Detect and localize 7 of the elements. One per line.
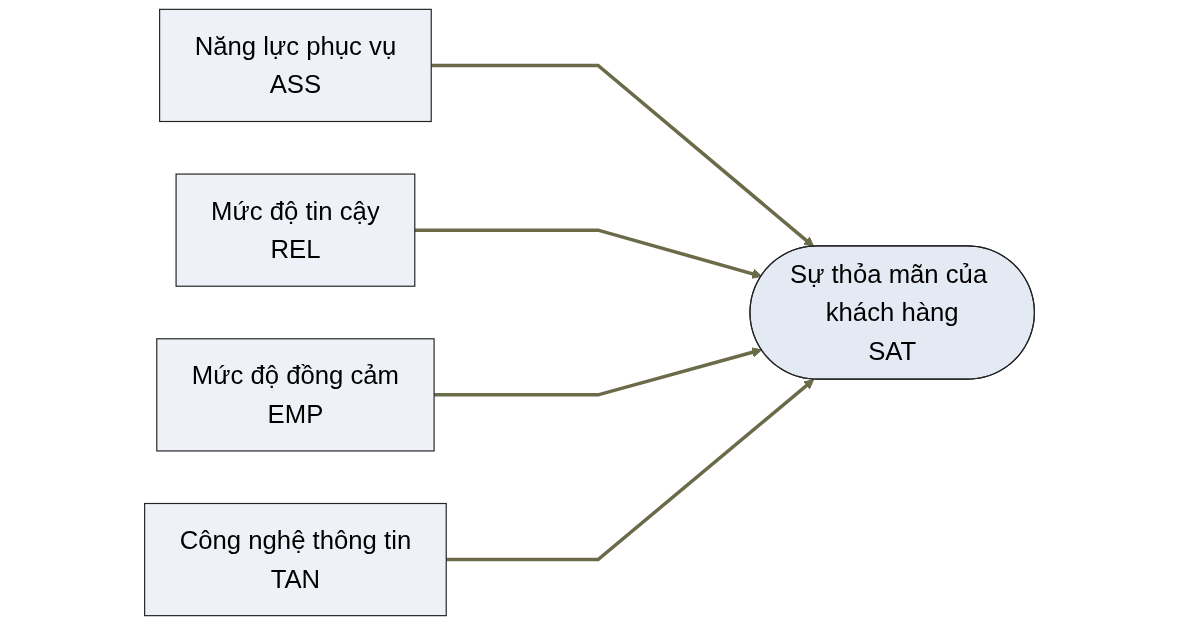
node-box: Công nghệ thông tin TAN: [144, 502, 447, 617]
arrow: [446, 379, 815, 562]
arrow: [434, 347, 763, 397]
arrow: [431, 63, 815, 248]
node-box: Mức độ tin cậy REL: [175, 173, 416, 287]
node-box: Mức độ đồng cảm EMP: [156, 338, 435, 452]
node-box: Năng lực phục vụ ASS: [159, 8, 432, 123]
